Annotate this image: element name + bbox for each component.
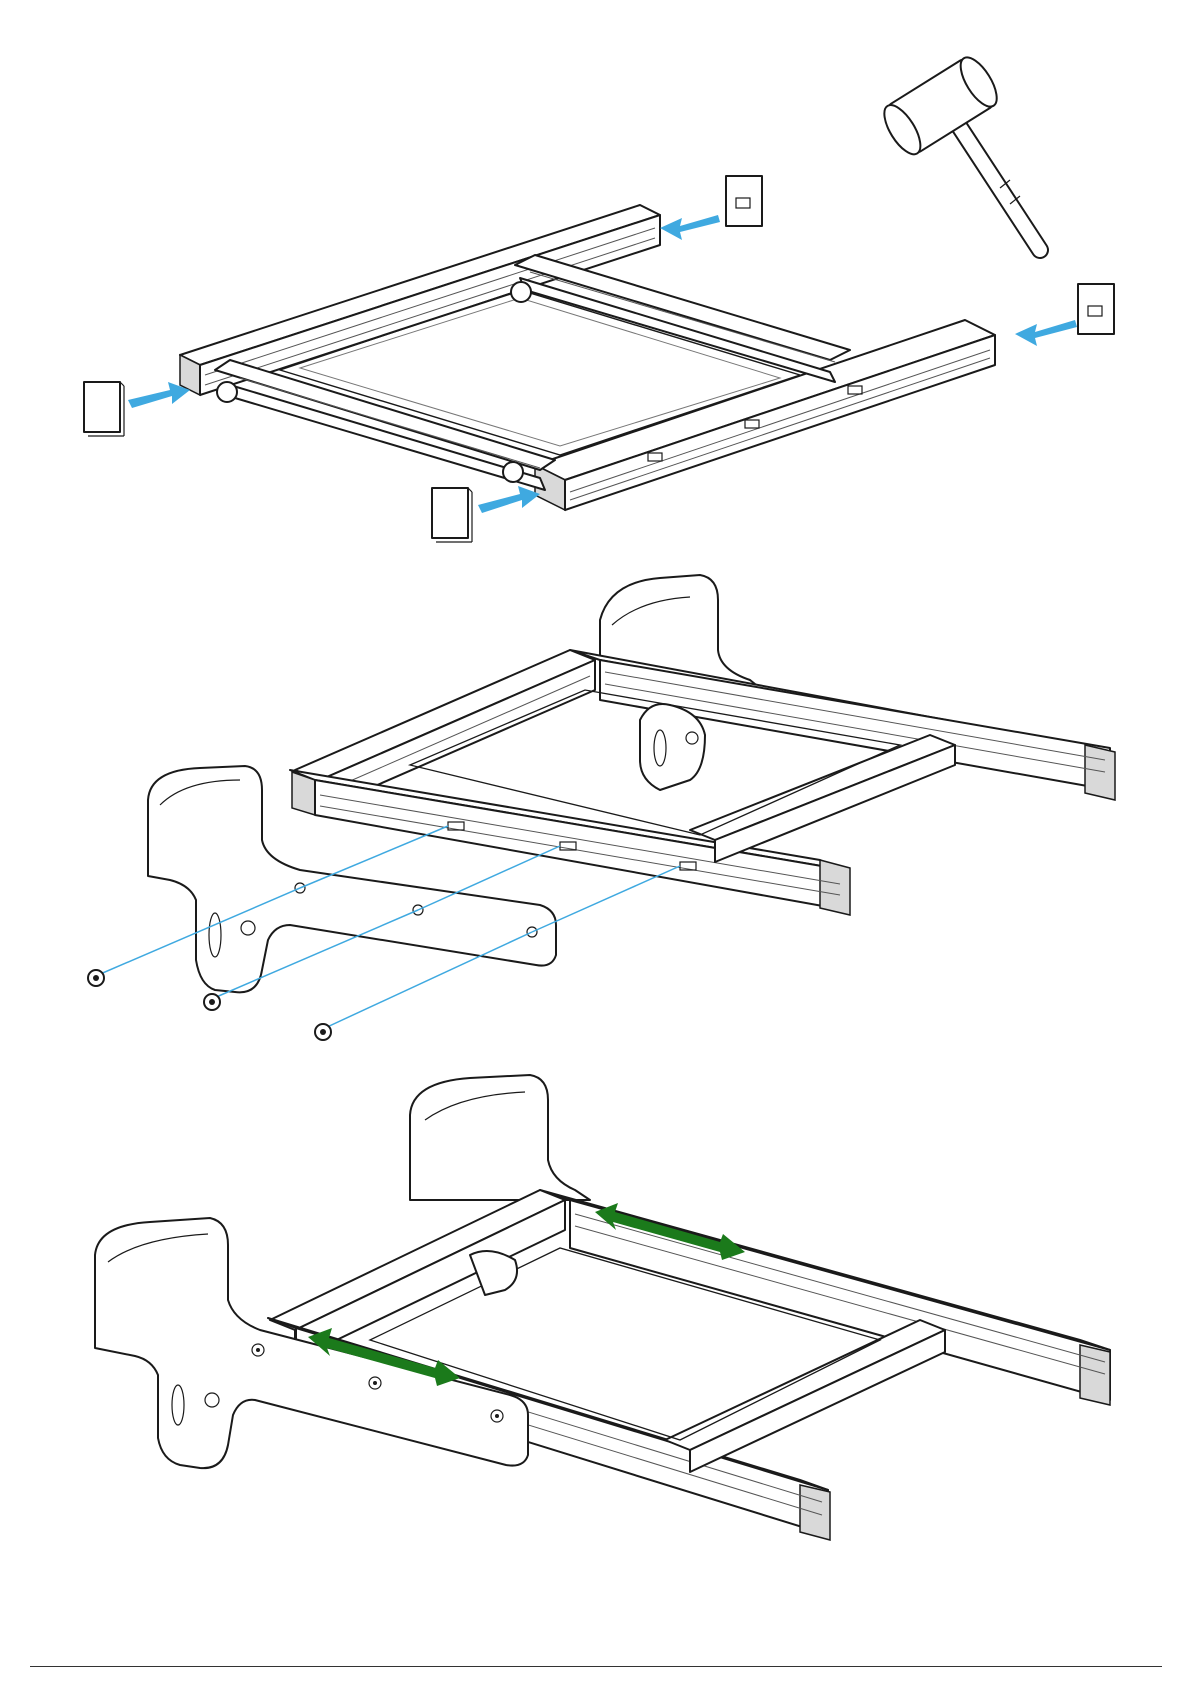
hex-screw-icon bbox=[204, 994, 220, 1010]
step-1-frame-end-caps bbox=[84, 52, 1114, 542]
cross-rail-right bbox=[515, 255, 850, 382]
end-cap-icon bbox=[84, 382, 124, 436]
end-cap-icon bbox=[726, 176, 762, 226]
step-3-adjust-position bbox=[95, 1075, 1110, 1540]
step-2-side-plates bbox=[88, 575, 1115, 1040]
front-rail-profile bbox=[535, 320, 995, 510]
footer-rule bbox=[30, 1666, 1162, 1667]
hex-screw-icon bbox=[315, 1024, 331, 1040]
rubber-mallet-icon bbox=[877, 52, 1040, 250]
end-cap-icon bbox=[1078, 284, 1114, 334]
hex-screw-icon bbox=[88, 970, 104, 986]
end-cap-icon bbox=[432, 488, 472, 542]
